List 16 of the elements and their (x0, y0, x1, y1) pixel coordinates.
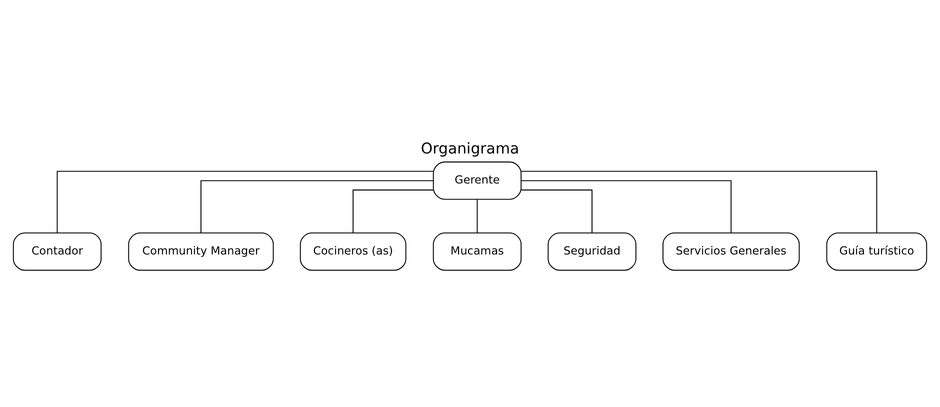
node-box: Contador (12, 232, 102, 270)
connector (520, 170, 878, 233)
connector (56, 170, 434, 233)
node-box: Gerente (432, 161, 522, 200)
connector (352, 189, 434, 233)
node-box: Guía turístico (826, 232, 928, 270)
diagram-title: Organigrama (420, 138, 520, 157)
node-box: Community Manager (128, 232, 274, 270)
node-box: Seguridad (548, 232, 636, 270)
connector (476, 198, 478, 233)
node-box: Mucamas (432, 232, 522, 270)
connector (200, 180, 434, 233)
connector (520, 189, 592, 233)
node-box: Servicios Generales (662, 232, 800, 270)
node-box: Cocineros (as) (300, 232, 406, 270)
connector (520, 180, 732, 233)
